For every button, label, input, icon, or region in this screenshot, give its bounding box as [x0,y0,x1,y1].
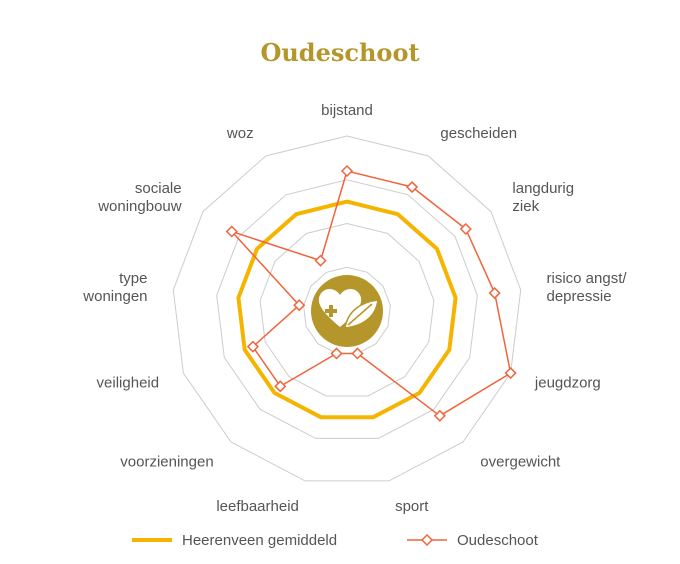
series-layer [225,164,517,422]
axis-label-line: depressie [547,288,612,305]
axis-label: veiligheid [97,374,160,391]
axis-label: sport [395,498,429,515]
legend-item-oudeschoot: Oudeschoot [407,526,538,554]
data-point [225,225,238,238]
legend-line-swatch [132,538,172,542]
axis-label-line: type [119,270,147,287]
legend: Heerenveen gemiddeld Oudeschoot [0,526,680,554]
axis-label-line: overgewicht [480,454,561,471]
grid-ring [172,135,522,482]
axis-label-line: bijstand [321,102,373,119]
axis-label: voorzieningen [120,454,213,471]
data-point [504,366,517,380]
axis-label-line: jeugdzorg [534,374,601,391]
axis-label: bijstand [321,102,373,119]
chart-title: Oudeschoot [260,38,420,67]
axis-label-line: voorzieningen [120,454,213,471]
axis-label-line: langdurig [512,180,574,197]
axis-label: jeugdzorg [534,374,601,391]
grid-ring [259,222,435,397]
data-point [406,180,419,194]
legend-label: Heerenveen gemiddeld [182,531,338,549]
axis-label-line: sport [395,498,429,515]
axis-label-line: sociale [135,180,182,197]
axis-label-line: ziek [512,198,539,215]
axis-label-line: risico angst/ [547,270,628,287]
axis-label: overgewicht [480,454,561,471]
axis-label: risico angst/depressie [547,270,628,305]
axis-label: gescheiden [440,125,517,142]
data-point [351,347,364,360]
legend-label: Oudeschoot [457,531,538,549]
axis-label-line: leefbaarheid [216,498,299,515]
series-line [231,170,512,417]
axis-label-line: woningbouw [97,198,182,215]
data-point [293,299,306,312]
axis-label-line: veiligheid [97,374,160,391]
axis-label-line: woningen [82,288,147,305]
axis-label: woz [226,125,254,142]
legend-item-heerenveen: Heerenveen gemiddeld [132,526,337,554]
data-point [340,164,354,178]
data-point [488,287,501,300]
axis-label: leefbaarheid [216,498,299,515]
grid-ring [216,179,478,439]
data-point [459,222,472,236]
heart-plus-leaf-icon [311,275,383,347]
legend-marker-swatch [407,533,447,547]
axis-label-line: woz [226,125,254,142]
data-point [314,254,327,267]
data-point [274,380,287,393]
series-line [236,199,458,420]
data-point [246,340,259,353]
radar-grid [172,135,522,482]
data-point [330,347,343,360]
data-point [433,409,446,422]
axis-label-line: gescheiden [440,125,517,142]
